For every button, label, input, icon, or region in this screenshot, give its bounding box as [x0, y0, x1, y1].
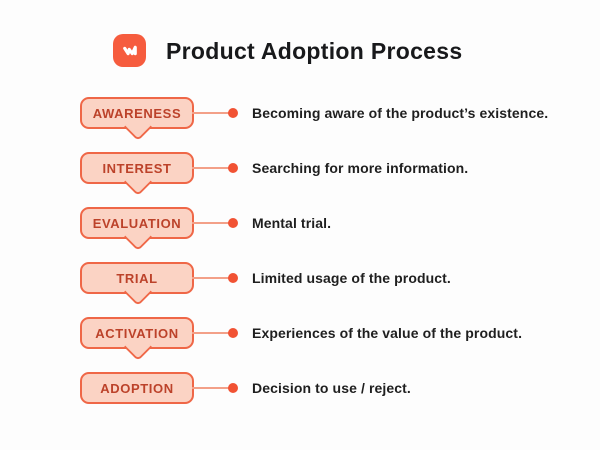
stage-badge: ACTIVATION — [80, 317, 194, 362]
page-title: Product Adoption Process — [166, 38, 463, 64]
stage-description: Becoming aware of the product’s existenc… — [252, 105, 549, 121]
stage-label: EVALUATION — [92, 215, 182, 231]
stage-row: INTEREST Searching for more information. — [80, 152, 540, 197]
connector-dot-icon — [228, 383, 238, 393]
stage-badge: AWARENESS — [80, 97, 194, 142]
connector-dot-icon — [228, 218, 238, 228]
stage-description: Experiences of the value of the product. — [252, 325, 523, 341]
stage-label: INTEREST — [102, 160, 172, 176]
stage-description: Limited usage of the product. — [252, 270, 451, 286]
stage-label: ADOPTION — [100, 380, 174, 396]
stage-badge: EVALUATION — [80, 207, 194, 252]
stage-row: EVALUATION Mental trial. — [80, 207, 540, 252]
connector-line — [192, 167, 233, 169]
connector-dot-icon — [228, 108, 238, 118]
stage-description: Searching for more information. — [252, 160, 469, 176]
stage-row: ADOPTION Decision to use / reject. — [80, 372, 540, 404]
stage-description: Decision to use / reject. — [252, 380, 411, 396]
app-logo-icon — [113, 34, 146, 67]
stage-badge: TRIAL — [80, 262, 194, 307]
connector-dot-icon — [228, 273, 238, 283]
stage-row: TRIAL Limited usage of the product. — [80, 262, 540, 307]
stage-row: AWARENESS Becoming aware of the product’… — [80, 97, 548, 142]
stage-list: AWARENESS Becoming aware of the product’… — [80, 97, 548, 427]
connector-dot-icon — [228, 328, 238, 338]
connector-line — [192, 387, 233, 389]
stage-row: ACTIVATION Experiences of the value of t… — [80, 317, 540, 362]
connector-line — [192, 222, 233, 224]
stage-label: ACTIVATION — [95, 325, 179, 341]
stage-badge: INTEREST — [80, 152, 194, 197]
connector-line — [192, 332, 233, 334]
stage-label: TRIAL — [116, 270, 158, 286]
stage-badge: ADOPTION — [80, 372, 194, 404]
connector-dot-icon — [228, 163, 238, 173]
stage-label: AWARENESS — [92, 105, 182, 121]
connector-line — [192, 277, 233, 279]
connector-line — [192, 112, 233, 114]
stage-description: Mental trial. — [252, 215, 332, 231]
